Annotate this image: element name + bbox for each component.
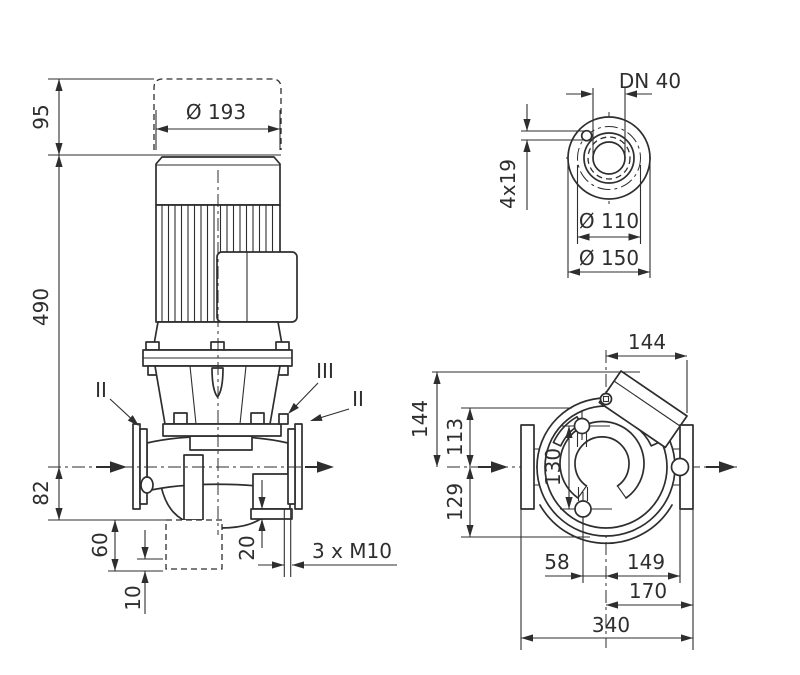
dim-60-label: 60 <box>88 532 112 557</box>
flange-view-dimensions <box>521 88 652 278</box>
dim-144-left-label: 144 <box>408 400 432 438</box>
pump-foot <box>252 473 291 510</box>
plan-terminal-box <box>598 370 688 449</box>
drain-plug <box>140 476 154 494</box>
dim-58-label: 58 <box>544 550 569 574</box>
dim-149-label: 149 <box>627 550 665 574</box>
dim-95-label: 95 <box>29 104 53 129</box>
flow-arrow-outlet <box>305 461 334 473</box>
side-view: 95 490 82 Ø 193 60 10 20 3 x M10 II III … <box>29 78 397 614</box>
flange-outer-circle <box>567 116 651 200</box>
plan-flow-arrow-inlet <box>478 461 508 473</box>
dim-170-label: 170 <box>629 579 667 603</box>
flow-arrow-inlet <box>96 461 127 473</box>
section-label-left: II <box>95 378 107 402</box>
dim-490-label: 490 <box>29 288 53 326</box>
dim-20-label: 20 <box>235 535 259 560</box>
bolt-circle-label: Ø 110 <box>579 209 639 233</box>
plan-view: 144 144 113 129 130 58 149 170 340 <box>408 330 737 650</box>
dim-113-label: 113 <box>443 418 467 456</box>
bolt-holes-label: 4x19 <box>496 159 520 209</box>
foundation-block-dashed <box>165 519 223 570</box>
seal-housing <box>162 423 282 437</box>
plan-view-dimensions <box>432 352 694 650</box>
section-label-right: II <box>352 387 364 411</box>
dim-82-label: 82 <box>29 480 53 505</box>
dim-thread-label: 3 x M10 <box>312 539 392 563</box>
dn-label: DN 40 <box>619 69 681 93</box>
bolt-hole <box>580 129 593 142</box>
dim-motor-diameter-label: Ø 193 <box>186 100 246 124</box>
inner-horseshoe-outer <box>559 420 645 499</box>
terminal-box <box>216 251 298 323</box>
vent-plug <box>278 413 289 425</box>
vent-screw <box>599 392 613 406</box>
volute-spiral-edge <box>539 504 673 545</box>
plan-suction-flange <box>520 424 535 510</box>
dim-130-label: 130 <box>541 448 565 486</box>
dim-144-top-label: 144 <box>628 330 666 354</box>
support-leg <box>183 454 204 521</box>
inner-horseshoe-inner <box>574 436 630 487</box>
side-view-dimensions <box>48 78 397 614</box>
gauge-port-top <box>560 410 610 447</box>
plan-flow-arrow-outlet <box>706 461 736 473</box>
dim-129-label: 129 <box>443 483 467 521</box>
dim-10-label: 10 <box>121 585 145 610</box>
section-label-mid: III <box>316 359 334 383</box>
outer-diameter-label: Ø 150 <box>579 246 639 270</box>
motor-dashed-top <box>153 78 282 150</box>
dim-340-label: 340 <box>592 613 630 637</box>
bolt-circle <box>577 126 641 190</box>
flange-view: DN 40 4x19 Ø 110 Ø 150 <box>496 69 681 278</box>
